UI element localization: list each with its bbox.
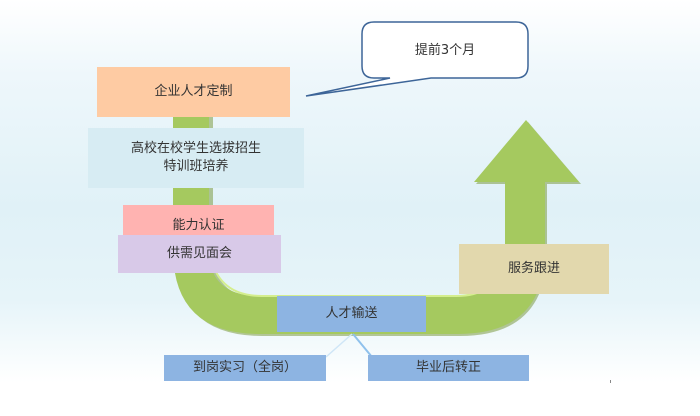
step-school-selection-line1: 高校在校学生选拔招生 [130,141,261,156]
step-supply-demand-meeting-label: 供需见面会 [166,246,232,261]
step-talent-delivery-label: 人才输送 [325,306,378,321]
step-school-selection-line2: 特训班培养 [163,159,229,174]
callout-bubble [305,21,529,97]
step-ability-certification-label: 能力认证 [172,218,225,233]
branch-internship-label: 到岗实习（全岗） [192,360,297,375]
branch-line-internship [325,333,353,358]
step-enterprise-custom: 企业人才定制 [97,67,290,117]
branch-regularization: 毕业后转正 [368,355,529,381]
step-talent-delivery: 人才输送 [277,296,426,332]
step-service-followup: 服务跟进 [459,244,609,294]
step-enterprise-custom-label: 企业人才定制 [154,84,233,99]
step-service-followup-label: 服务跟进 [507,261,560,276]
decorative-dot [610,380,611,383]
branch-line-regularization [352,333,373,358]
step-supply-demand-meeting: 供需见面会 [118,235,281,273]
callout-text: 提前3个月 [414,42,476,58]
step-school-selection: 高校在校学生选拔招生 特训班培养 [88,128,304,188]
branch-internship: 到岗实习（全岗） [164,355,326,381]
pipe-body [173,117,579,334]
branch-regularization-label: 毕业后转正 [415,360,481,375]
